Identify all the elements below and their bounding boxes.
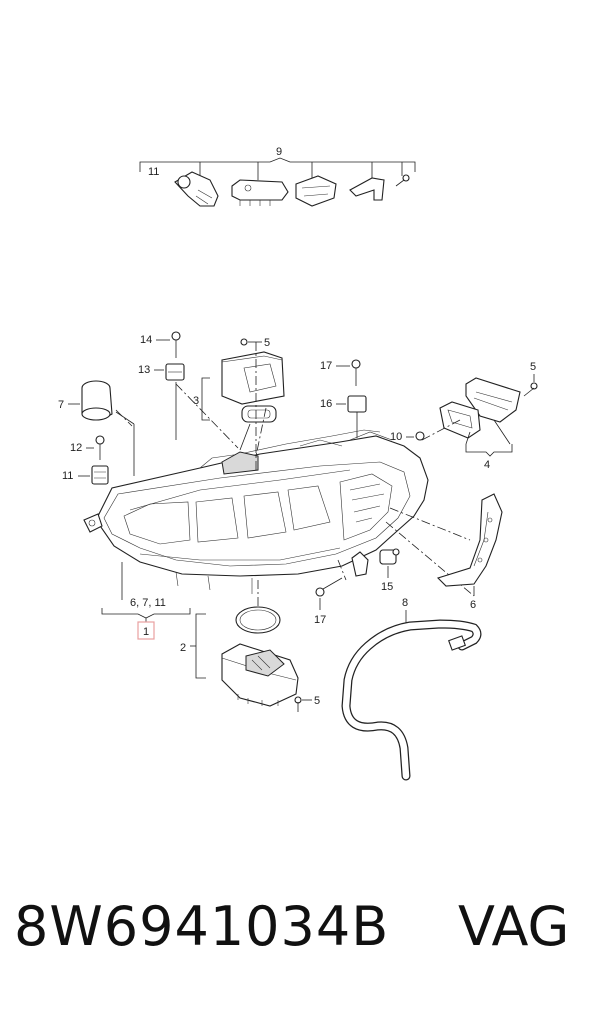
- side-module-4: [465, 377, 521, 423]
- callout-5-bottom: 5: [314, 695, 320, 707]
- gasket-3: [241, 405, 277, 423]
- assembly-callout-group: 6, 7, 11 1: [101, 562, 191, 640]
- callout-2: 2: [180, 642, 186, 654]
- mount-bracket-part: [174, 171, 219, 207]
- callout-1-highlight: [137, 621, 155, 640]
- screw-5-bottom: [294, 696, 302, 712]
- headlight-assembly: 10: [83, 429, 429, 594]
- led-module-2: 2 5: [180, 606, 320, 712]
- lower-fasteners-group: 15 17: [314, 548, 400, 626]
- callout-11-left: 11: [62, 470, 73, 482]
- callout-6: 6: [470, 599, 476, 611]
- callout-8: 8: [402, 597, 408, 609]
- callout-16: 16: [320, 398, 332, 410]
- callout-11-top: 11: [148, 166, 159, 178]
- callout-17-bottom: 17: [314, 614, 326, 626]
- brand-label: VAG: [458, 895, 570, 958]
- repair-tab-part: [231, 179, 289, 206]
- cover-cap-7: [81, 380, 113, 421]
- side-bracket-6: 6: [436, 493, 503, 611]
- callout-3: 3: [193, 395, 199, 407]
- angle-bracket-part: [349, 177, 385, 201]
- exploded-parts-diagram: 9 11: [58, 146, 538, 781]
- callout-9: 9: [276, 146, 282, 158]
- callout-12: 12: [70, 442, 82, 454]
- side-module-group: 5 4: [439, 361, 538, 471]
- part-number-footer: 8W6941034B VAG: [0, 895, 600, 975]
- callout-1: 1: [143, 626, 149, 638]
- nut-11: [91, 465, 109, 485]
- callout-17-top: 17: [320, 360, 332, 372]
- control-module-group: 14 13 5 3: [138, 331, 285, 451]
- callout-15: 15: [381, 581, 393, 593]
- bolt-14: [171, 331, 181, 358]
- bolt-17-bottom: [315, 577, 343, 597]
- clip-nut-13: [165, 363, 185, 381]
- repair-clip-part: [295, 175, 337, 207]
- bolt-group-right: 17 16: [320, 359, 367, 438]
- screw-part: [395, 174, 410, 187]
- ballast-housing-3: [221, 351, 285, 405]
- nut-15: [379, 548, 400, 565]
- callout-4: 4: [484, 459, 490, 471]
- repair-kit-group: 9 11: [139, 146, 416, 207]
- callout-5-right: 5: [530, 361, 536, 373]
- callout-10: 10: [390, 431, 402, 443]
- seal-ring-2: [235, 606, 281, 634]
- callout-7: 7: [58, 399, 64, 411]
- left-caps-group: 7 12 11: [58, 380, 135, 485]
- callout-13: 13: [138, 364, 150, 376]
- led-control-unit-2: [221, 643, 299, 707]
- callout-6-7-11: 6, 7, 11: [130, 597, 166, 609]
- callout-14: 14: [140, 334, 152, 346]
- washer-hose-8: 8: [341, 597, 482, 781]
- callout-5-top: 5: [264, 337, 270, 349]
- part-number-label: 8W6941034B: [14, 895, 390, 958]
